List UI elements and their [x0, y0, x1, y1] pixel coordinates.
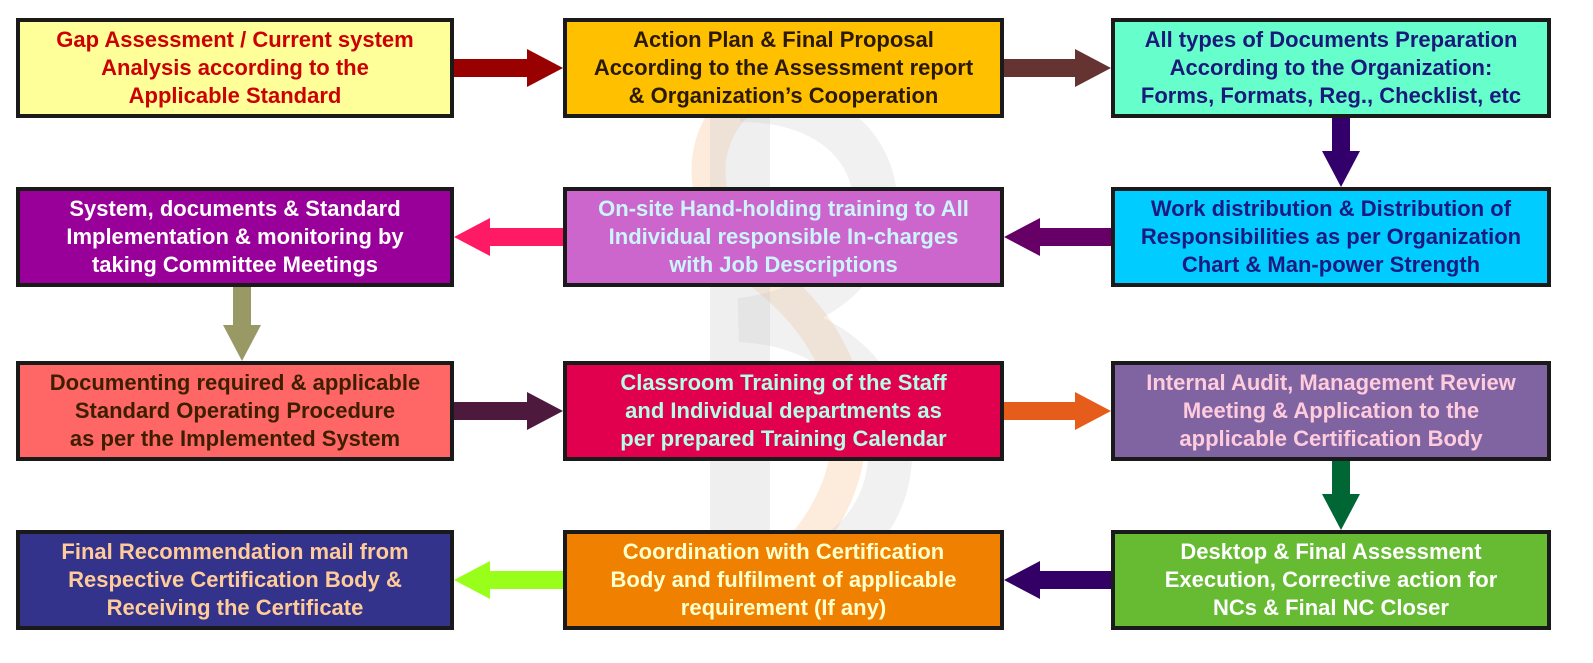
step-line: applicable Certification Body — [1179, 426, 1483, 451]
step-line: Desktop & Final Assessment — [1180, 539, 1482, 564]
step-line: Analysis according to the — [101, 55, 369, 80]
step-line: Internal Audit, Management Review — [1146, 370, 1516, 395]
arrow-assessment-to-coordination — [1004, 561, 1111, 599]
step-line: Body and fulfilment of applicable — [610, 567, 957, 592]
step-line: taking Committee Meetings — [91, 252, 379, 277]
step-line: & Organization’s Cooperation — [628, 83, 939, 108]
step-line: Individual responsible In-charges — [608, 224, 959, 249]
step-line: Standard Operating Procedure — [74, 398, 396, 423]
step-line: Forms, Formats, Reg., Checklist, etc — [1140, 83, 1522, 108]
step-line: System, documents & Standard — [69, 196, 401, 221]
step-line: NCs & Final NC Closer — [1213, 595, 1449, 620]
arrow-work-to-handholding — [1004, 218, 1111, 256]
step-line: requirement (If any) — [680, 595, 887, 620]
arrow-audit-to-assessment — [1322, 461, 1360, 530]
step-line: Execution, Corrective action for — [1164, 567, 1498, 592]
step-line: Receiving the Certificate — [106, 595, 364, 620]
step-line: According to the Assessment report — [593, 55, 974, 80]
arrow-classroom-to-audit — [1004, 392, 1111, 430]
arrow-action-to-documents — [1004, 49, 1111, 87]
arrow-handholding-to-implementation — [454, 218, 563, 256]
step-line: Final Recommendation mail from — [61, 539, 409, 564]
step-line: as per the Implemented System — [69, 426, 401, 451]
step-line: Responsibilities as per Organization — [1140, 224, 1522, 249]
step-line: On-site Hand-holding training to All — [598, 196, 969, 221]
step-line: Documenting required & applicable — [49, 370, 421, 395]
step-line: Implementation & monitoring by — [66, 224, 404, 249]
step-line: Gap Assessment / Current system — [56, 27, 414, 52]
step-classroom-training: Classroom Training of the Staff and Indiv… — [563, 361, 1004, 461]
arrow-documents-to-work — [1322, 118, 1360, 187]
step-line: with Job Descriptions — [669, 252, 898, 277]
step-line: According to the Organization: — [1169, 55, 1493, 80]
arrow-gap-to-action — [454, 49, 563, 87]
step-line: Work distribution & Distribution of — [1150, 196, 1512, 221]
step-line: Respective Certification Body & — [68, 567, 402, 592]
arrow-coordination-to-recommendation — [454, 561, 563, 599]
step-work-distribution: Work distribution & Distribution of Respo… — [1111, 187, 1551, 287]
step-line: per prepared Training Calendar — [620, 426, 947, 451]
step-line: Chart & Man-power Strength — [1181, 252, 1481, 277]
step-line: Classroom Training of the Staff — [620, 370, 947, 395]
step-line: Coordination with Certification — [622, 539, 945, 564]
arrow-sop-to-classroom — [454, 392, 563, 430]
arrow-implementation-to-sop — [223, 287, 261, 361]
step-line: Action Plan & Final Proposal — [633, 27, 934, 52]
step-line: All types of Documents Preparation — [1144, 27, 1518, 52]
step-line: Meeting & Application to the — [1182, 398, 1480, 423]
step-line: Applicable Standard — [128, 83, 342, 108]
step-line: and Individual departments as — [625, 398, 942, 423]
